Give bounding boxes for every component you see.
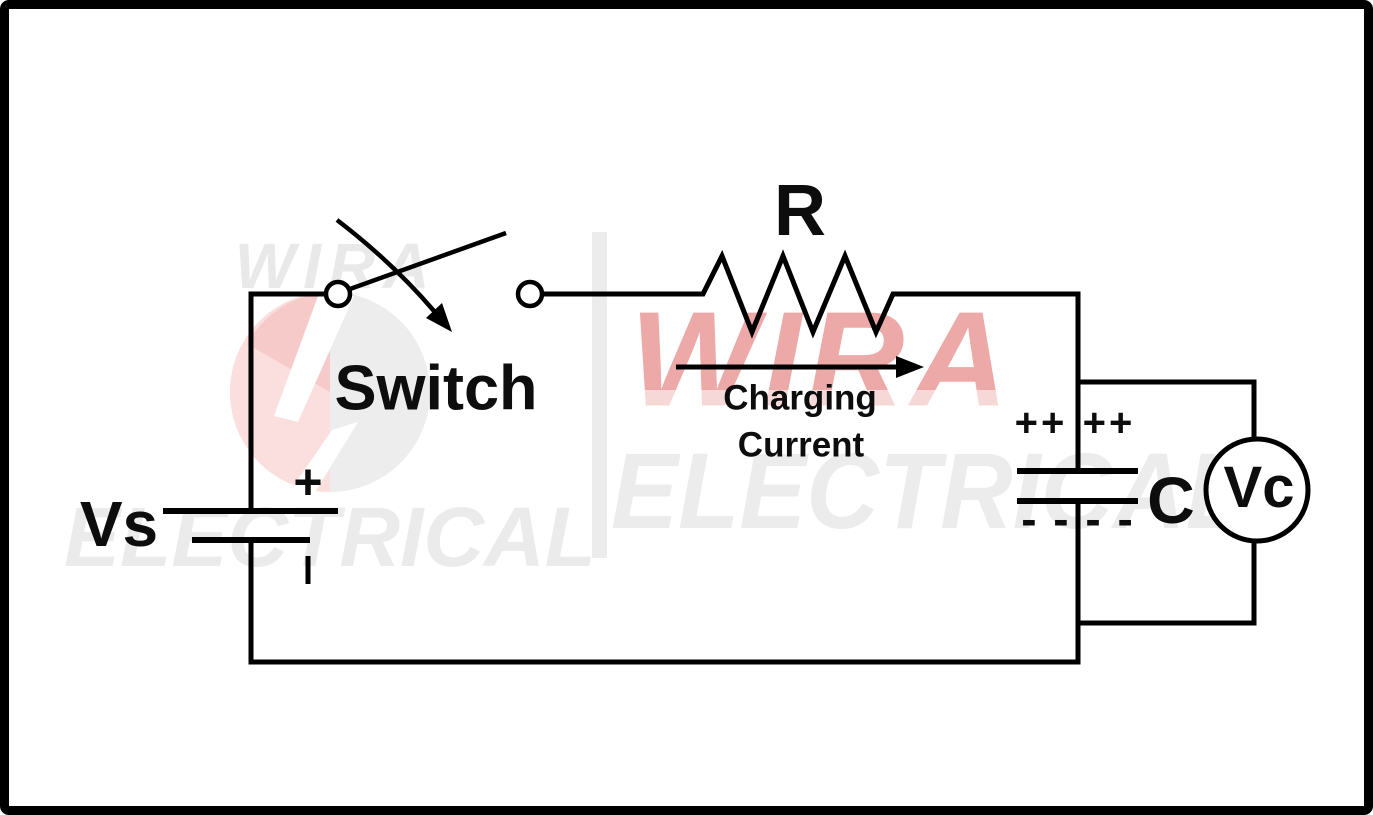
wire-top-left — [248, 291, 326, 511]
resistor-symbol — [542, 249, 1081, 471]
resistor-label: R — [774, 171, 826, 251]
switch-arm — [349, 230, 507, 292]
switch-close-arrowhead-icon — [426, 303, 452, 332]
watermark-electrical-right: ELECTRICAL — [610, 430, 1248, 551]
watermark-logo — [230, 292, 430, 492]
watermark-highlight-band — [624, 390, 1020, 414]
voltmeter-branch-top — [1078, 379, 1257, 438]
switch-terminal-left — [323, 279, 353, 309]
capacitor-positive-marks-left: ++ — [1014, 401, 1068, 445]
capacitor-label: C — [1147, 463, 1195, 537]
switch-close-arrow-curve — [335, 218, 436, 313]
capacitor-negative-marks: - - - - — [1021, 493, 1135, 545]
voltmeter-label: Vc — [1223, 455, 1295, 520]
voltmeter-branch-bottom — [1078, 542, 1257, 626]
switch-terminal-right — [515, 279, 545, 309]
source-label: Vs — [79, 488, 159, 560]
charging-current-arrowhead-icon — [896, 356, 924, 378]
switch-label: Switch — [334, 353, 538, 424]
voltmeter-circle — [1203, 436, 1311, 544]
battery-plus-mark: + — [293, 454, 323, 510]
charging-current-label-line1: Charging — [723, 378, 877, 418]
charging-current-label-line2: Current — [737, 425, 865, 465]
watermark-logo-bolt-lower — [292, 422, 358, 492]
watermark-logo-bolt-upper — [274, 296, 354, 422]
wire-bottom — [248, 501, 1081, 665]
capacitor-positive-marks-right: ++ — [1082, 401, 1136, 445]
watermark-divider-bar — [592, 232, 607, 558]
